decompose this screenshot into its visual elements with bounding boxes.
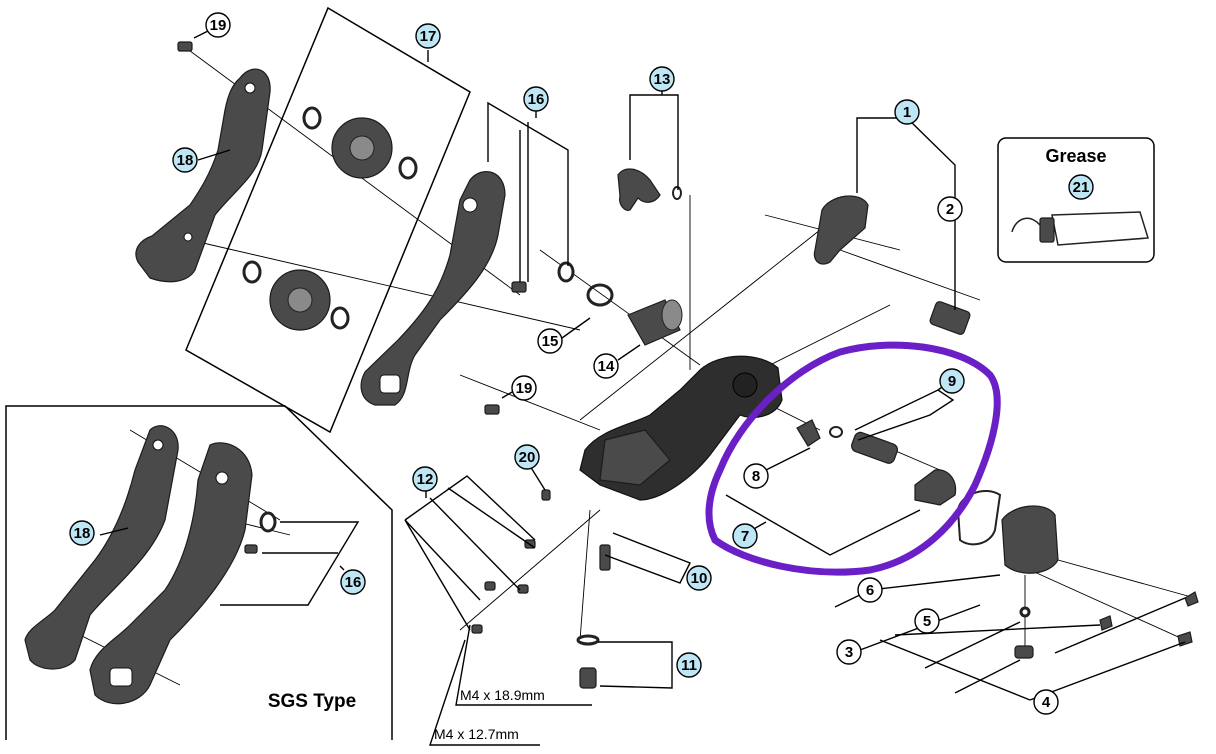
callout-number: 12 (417, 471, 434, 488)
callout-circle (914, 608, 940, 634)
callout-c19b: 19 (511, 375, 537, 401)
tension-pulley-part (269, 269, 331, 331)
callout-circle (412, 466, 438, 492)
callout-number: 18 (74, 525, 91, 542)
callout-circle (514, 444, 540, 470)
callout-circle (1068, 174, 1094, 200)
callout-number: 4 (1042, 694, 1051, 711)
callout-c13: 13 (649, 66, 675, 92)
callout-circle (69, 520, 95, 546)
callout-c17: 17 (415, 23, 441, 49)
callout-circle (649, 66, 675, 92)
callout-number: 1 (903, 104, 911, 121)
callout-c10: 10 (686, 565, 712, 591)
callout-c21: 21 (1068, 174, 1094, 200)
pulley-set-frame (185, 6, 471, 434)
grease-box (997, 137, 1155, 263)
grease-label: Grease (1045, 146, 1106, 166)
callout-circle (686, 565, 712, 591)
callout-circle (939, 368, 965, 394)
callout-number: 16 (345, 574, 362, 591)
callout-c16b: 16 (340, 569, 366, 595)
callout-number: 7 (741, 528, 749, 545)
callout-circle (340, 569, 366, 595)
callout-circle (1033, 689, 1059, 715)
clutch-parts (796, 419, 957, 506)
callout-circle (743, 463, 769, 489)
cage-bolts (511, 261, 575, 293)
callout-number: 11 (681, 657, 697, 674)
callout-circle (836, 639, 862, 665)
callout-number: 16 (528, 91, 545, 108)
callout-circle (676, 652, 702, 678)
callout-c4: 4 (1033, 689, 1059, 715)
callout-number: 19 (516, 380, 533, 397)
callout-c16a: 16 (523, 86, 549, 112)
derailleur-main-body (579, 355, 783, 501)
callout-c20: 20 (514, 444, 540, 470)
dimension-label-long: M4 x 18.9mm (460, 687, 545, 703)
b-axle-part (813, 195, 971, 335)
callout-number: 15 (542, 333, 559, 350)
cable-fixing-part (617, 168, 682, 211)
callout-number: 19 (210, 17, 227, 34)
callout-c3: 3 (836, 639, 862, 665)
callout-number: 13 (654, 71, 671, 88)
callout-number: 6 (866, 582, 874, 599)
callout-number: 18 (177, 152, 194, 169)
callout-number: 21 (1073, 179, 1090, 196)
callout-c11: 11 (676, 652, 702, 678)
callout-number: 8 (752, 468, 760, 485)
grease-tube (1011, 211, 1149, 246)
inner-plate-part (360, 171, 506, 406)
callout-circle (415, 23, 441, 49)
callout-c18b: 18 (69, 520, 95, 546)
bushing-part (627, 299, 683, 346)
cover-part (956, 490, 1199, 659)
dimension-label-short: M4 x 12.7mm (434, 726, 519, 742)
callout-c14: 14 (593, 353, 619, 379)
callout-c19a: 19 (205, 12, 231, 38)
callout-circle (894, 99, 920, 125)
callout-c6: 6 (857, 577, 883, 603)
callout-circle (593, 353, 619, 379)
pulley-washers (242, 106, 418, 330)
callout-number: 20 (519, 449, 536, 466)
callout-c8: 8 (743, 463, 769, 489)
callout-number: 9 (948, 373, 956, 390)
callout-circle (205, 12, 231, 38)
snap-ring-part (586, 283, 614, 307)
callout-circle (857, 577, 883, 603)
callout-c7: 7 (732, 523, 758, 549)
sgs-outer-plate (24, 425, 179, 670)
callout-c2: 2 (937, 196, 963, 222)
callout-circle (523, 86, 549, 112)
outer-plate-part (135, 68, 271, 283)
callout-circle (537, 328, 563, 354)
callout-circle (172, 147, 198, 173)
callout-circle (511, 375, 537, 401)
sgs-inner-plate (89, 442, 277, 705)
callout-c9: 9 (939, 368, 965, 394)
callout-c18a: 18 (172, 147, 198, 173)
callout-number: 2 (946, 201, 954, 218)
callout-c1: 1 (894, 99, 920, 125)
callout-circle (937, 196, 963, 222)
callout-circle (732, 523, 758, 549)
callout-c12: 12 (412, 466, 438, 492)
guide-pulley-part (331, 117, 393, 179)
callout-c5: 5 (914, 608, 940, 634)
callout-number: 10 (691, 570, 708, 587)
callout-c15: 15 (537, 328, 563, 354)
sgs-inset-frame (5, 405, 393, 740)
callout-number: 5 (923, 613, 931, 630)
callout-number: 17 (420, 28, 437, 45)
callout-number: 14 (598, 358, 615, 375)
annotation-circle (705, 341, 1001, 576)
sgs-type-label: SGS Type (268, 691, 356, 712)
callout-number: 3 (845, 644, 853, 661)
